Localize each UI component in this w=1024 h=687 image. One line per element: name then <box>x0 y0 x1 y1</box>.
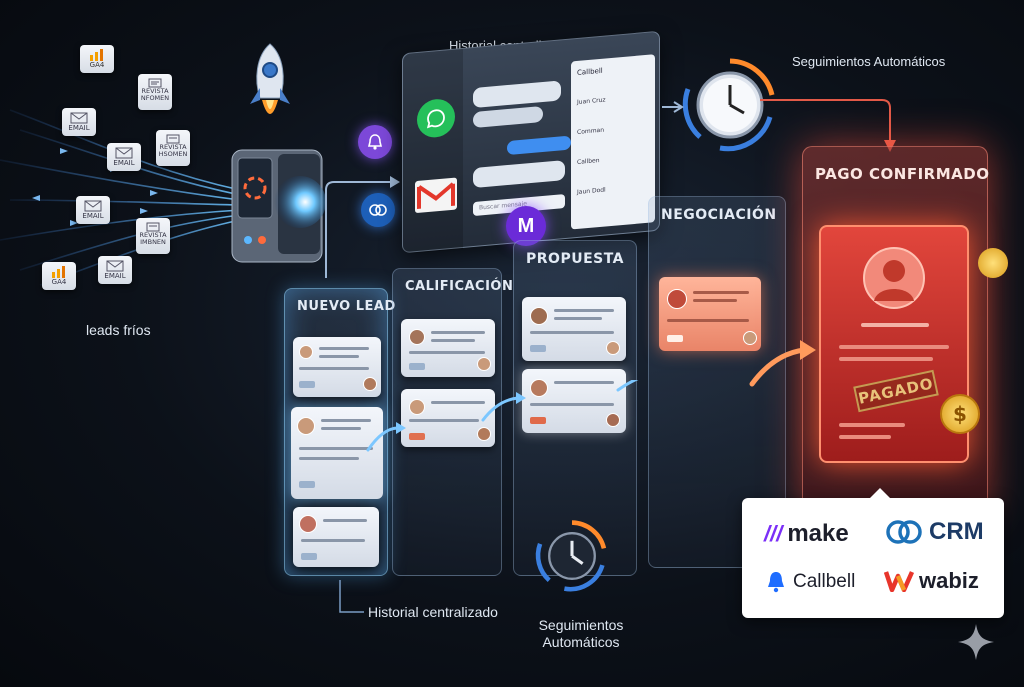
flow-arrow <box>325 176 400 278</box>
clock-icon <box>682 58 775 152</box>
crm-logo: CRM <box>884 518 984 546</box>
avatar <box>863 247 925 309</box>
make-icon: /// <box>764 521 783 546</box>
lead-card[interactable] <box>522 369 626 433</box>
column-calificacion: CALIFICACIÓN <box>392 268 513 576</box>
lead-card[interactable] <box>293 507 379 567</box>
arrow-right-icon <box>662 101 684 113</box>
bottom-followups-label: Seguimientos Automáticos <box>538 617 624 650</box>
contact-item[interactable]: Jaun Dodl <box>577 186 606 196</box>
column-nuevo-lead: NUEVO LEAD <box>284 288 395 576</box>
integrations-box: /// make CRM Callbell wabiz <box>742 488 1004 618</box>
make-logo: /// make <box>764 520 849 547</box>
revista-label: REVISTA IMBNEN <box>139 231 167 246</box>
ga4-label: GA4 <box>51 278 67 286</box>
contact-item[interactable]: Callbell <box>577 66 603 77</box>
gmail-icon <box>415 177 457 214</box>
contacts-list: Callbell Juan Cruz Comman Callben Jaun D… <box>571 54 655 230</box>
notification-bell-icon <box>358 125 392 159</box>
processing-machine-icon <box>231 149 326 263</box>
revista-icon: REVISTA IMBNEN <box>136 218 170 254</box>
chat-history-panel: Buscar mensaje Callbell Juan Cruz Comman… <box>402 30 660 255</box>
lead-card[interactable] <box>291 407 383 499</box>
revista-label: REVISTA NFOMEN <box>140 87 170 102</box>
contact-item[interactable]: Comman <box>577 126 605 136</box>
arrow-to-paid <box>749 340 816 387</box>
message-bubble-sent <box>507 135 571 156</box>
column-title: CALIFICACIÓN <box>405 279 514 294</box>
column-title: NUEVO LEAD <box>297 299 396 314</box>
flow-arrows <box>366 380 639 452</box>
column-propuesta: PROPUESTA <box>513 240 637 576</box>
lead-card[interactable] <box>659 277 761 351</box>
wabiz-icon <box>884 571 914 592</box>
sparkle-icon <box>958 624 994 660</box>
email-icon: EMAIL <box>107 143 141 171</box>
contact-item[interactable]: Callben <box>577 157 600 166</box>
bottom-history-label: Historial centralizado <box>368 604 498 620</box>
revista-label: REVISTA HSOMEN <box>158 143 188 158</box>
make-badge-icon: M <box>506 206 546 246</box>
lead-card[interactable] <box>293 337 381 397</box>
leads-label: leads fríos <box>86 322 151 338</box>
email-label: EMAIL <box>68 124 90 132</box>
column-title: NEGOCIACIÓN <box>661 207 777 223</box>
ga4-label: GA4 <box>89 61 105 69</box>
email-label: EMAIL <box>82 212 104 220</box>
crm-rings-icon <box>886 520 922 544</box>
column-title: PAGO CONFIRMADO <box>815 165 990 183</box>
lead-card[interactable] <box>401 389 495 447</box>
lead-card[interactable] <box>522 297 626 361</box>
top-followups-label: Seguimientos Automáticos <box>792 54 946 69</box>
connector-line <box>339 580 364 613</box>
coin-icon <box>978 248 1008 278</box>
rocket-icon <box>250 43 290 114</box>
email-icon: EMAIL <box>62 108 96 136</box>
email-label: EMAIL <box>113 159 135 167</box>
message-bubble <box>473 105 543 129</box>
ga4-icon: GA4 <box>42 262 76 290</box>
revista-icon: REVISTA HSOMEN <box>156 130 190 166</box>
message-bubble <box>473 160 565 189</box>
clock-icon <box>535 520 607 592</box>
contact-item[interactable]: Juan Cruz <box>577 96 606 106</box>
revista-icon: REVISTA NFOMEN <box>138 74 172 110</box>
crm-link-icon <box>361 193 395 227</box>
callbell-bell-icon <box>768 572 784 593</box>
wabiz-logo: wabiz <box>884 568 979 594</box>
email-label: EMAIL <box>104 272 126 280</box>
message-bubble <box>473 80 561 109</box>
lead-card[interactable] <box>401 319 495 377</box>
callbell-logo: Callbell <box>764 570 855 594</box>
ga4-icon: GA4 <box>80 45 114 73</box>
whatsapp-icon <box>417 97 455 139</box>
column-title: PROPUESTA <box>526 251 625 267</box>
column-negociacion: NEGOCIACIÓN <box>648 196 786 568</box>
coin-icon: $ <box>940 394 980 434</box>
email-icon: EMAIL <box>76 196 110 224</box>
email-icon: EMAIL <box>98 256 132 284</box>
